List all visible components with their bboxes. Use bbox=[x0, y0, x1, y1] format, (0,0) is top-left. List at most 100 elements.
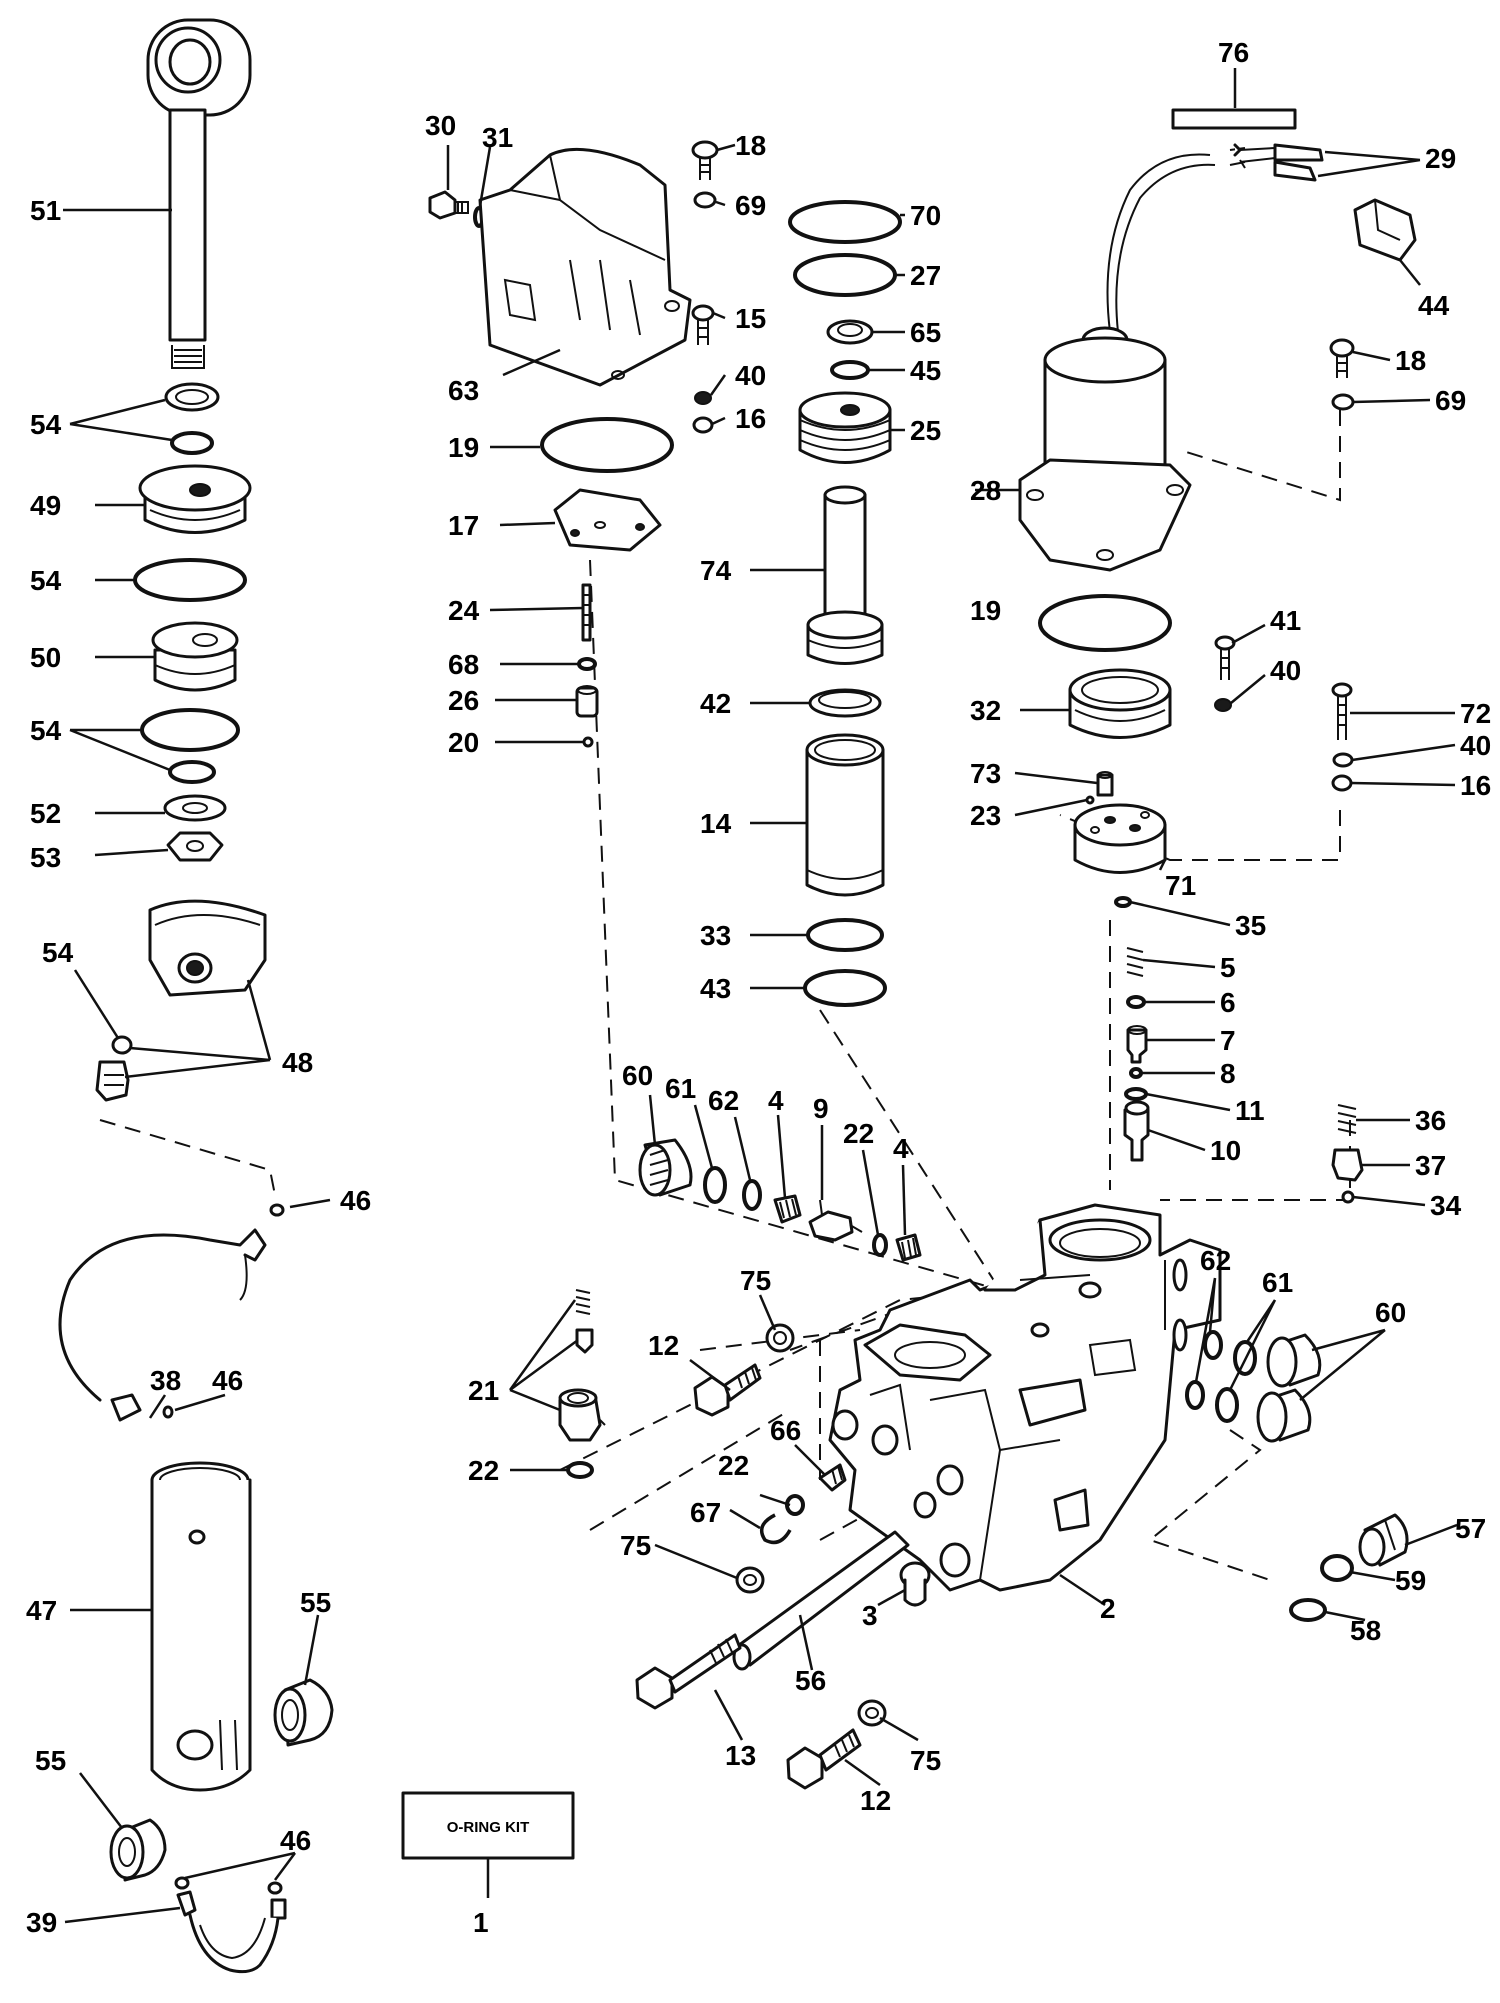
part-59-oring bbox=[1320, 1554, 1354, 1582]
callout: 50 bbox=[30, 642, 61, 673]
callout-numbers: 51 54 49 54 50 54 52 53 54 48 46 38 46 4… bbox=[26, 37, 1491, 1938]
callout: 69 bbox=[1435, 385, 1466, 416]
part-11-oring bbox=[1124, 1087, 1148, 1101]
part-62-oring-left bbox=[742, 1179, 762, 1211]
callout: 46 bbox=[280, 1825, 311, 1856]
callout: 60 bbox=[1375, 1297, 1406, 1328]
part-25-gland bbox=[798, 391, 892, 464]
part-28-motor bbox=[1018, 326, 1192, 572]
callout: 1 bbox=[473, 1907, 489, 1938]
callout: 18 bbox=[735, 130, 766, 161]
part-21-valve-assembly bbox=[558, 1289, 606, 1442]
callout: 51 bbox=[30, 195, 61, 226]
part-54-rings-piston bbox=[140, 708, 240, 784]
part-40-washer-left bbox=[694, 391, 712, 405]
part-24-screw bbox=[581, 583, 592, 642]
callout: 75 bbox=[740, 1265, 771, 1296]
callout: 6 bbox=[1220, 987, 1236, 1018]
part-60-valves-right bbox=[1256, 1333, 1322, 1443]
part-48-cylinder-trunnion bbox=[95, 899, 267, 1102]
oring-kit-box: O-RING KIT bbox=[401, 1791, 575, 1898]
part-75-washer-a bbox=[765, 1323, 795, 1353]
part-15-screw bbox=[691, 304, 715, 345]
part-34-ball bbox=[1341, 1190, 1355, 1204]
callout: 57 bbox=[1455, 1513, 1486, 1544]
callout: 22 bbox=[468, 1455, 499, 1486]
part-43-oring bbox=[803, 969, 887, 1007]
part-57-plug bbox=[1358, 1513, 1409, 1567]
callout: 69 bbox=[735, 190, 766, 221]
part-12-bolt-lower bbox=[786, 1728, 862, 1790]
part-18-screw-left bbox=[691, 140, 719, 180]
callout: 19 bbox=[448, 432, 479, 463]
part-61-oring-left bbox=[703, 1166, 727, 1204]
callout: 22 bbox=[843, 1118, 874, 1149]
callout: 8 bbox=[1220, 1058, 1236, 1089]
part-75-washer-c bbox=[857, 1699, 887, 1727]
callout: 60 bbox=[622, 1060, 653, 1091]
callout: 44 bbox=[1418, 290, 1450, 321]
part-65-seal bbox=[826, 319, 874, 345]
callout: 14 bbox=[700, 808, 732, 839]
part-36-spring bbox=[1337, 1104, 1357, 1134]
callout: 27 bbox=[910, 260, 941, 291]
part-53-nut bbox=[166, 831, 224, 862]
callout: 40 bbox=[735, 360, 766, 391]
part-58-oring bbox=[1289, 1598, 1327, 1622]
callout: 46 bbox=[212, 1365, 243, 1396]
part-52-washer bbox=[163, 794, 227, 822]
callout: 15 bbox=[735, 303, 766, 334]
callout: 42 bbox=[700, 688, 731, 719]
callout: 75 bbox=[620, 1530, 651, 1561]
part-19-oring-left bbox=[540, 417, 674, 473]
callout: 61 bbox=[1262, 1267, 1293, 1298]
part-32-bearing bbox=[1068, 668, 1172, 739]
callout: 65 bbox=[910, 317, 941, 348]
part-74-ram bbox=[806, 485, 884, 665]
part-3-bushing bbox=[899, 1561, 931, 1607]
callout: 63 bbox=[448, 375, 479, 406]
callout: 2 bbox=[1100, 1593, 1116, 1624]
part-68-oring bbox=[577, 657, 597, 671]
part-42-seal bbox=[808, 688, 882, 718]
part-33-oring bbox=[806, 918, 884, 952]
callout: 45 bbox=[910, 355, 941, 386]
part-54-seal-and-ring-upper bbox=[164, 382, 220, 455]
part-62-orings-right bbox=[1185, 1330, 1223, 1410]
callout: 67 bbox=[690, 1497, 721, 1528]
part-51-piston-rod bbox=[146, 18, 252, 369]
oring-kit-label: O-RING KIT bbox=[447, 1819, 530, 1836]
part-5-spring bbox=[1126, 947, 1144, 977]
part-69-washer-left bbox=[693, 191, 717, 209]
callout: 76 bbox=[1218, 37, 1249, 68]
callout: 23 bbox=[970, 800, 1001, 831]
part-4-spring-a bbox=[773, 1194, 802, 1224]
part-44-connector bbox=[1353, 198, 1417, 262]
part-63-reservoir bbox=[478, 147, 692, 387]
callout: 34 bbox=[1430, 1190, 1462, 1221]
part-46-tube-upper bbox=[58, 1203, 285, 1422]
callout: 66 bbox=[770, 1415, 801, 1446]
part-16-washer-left bbox=[692, 416, 714, 434]
part-14-sleeve bbox=[805, 733, 885, 897]
callout: 28 bbox=[970, 475, 1001, 506]
part-69-washer-right bbox=[1331, 393, 1355, 411]
part-47-cylinder-tube bbox=[150, 1461, 252, 1792]
callout: 56 bbox=[795, 1665, 826, 1696]
callout: 49 bbox=[30, 490, 61, 521]
part-2-housing bbox=[828, 1203, 1222, 1592]
part-29-wire-leads bbox=[1106, 143, 1324, 333]
callout: 55 bbox=[35, 1745, 66, 1776]
callout: 46 bbox=[340, 1185, 371, 1216]
callout: 4 bbox=[768, 1085, 784, 1116]
callout: 54 bbox=[30, 409, 62, 440]
callout: 43 bbox=[700, 973, 731, 1004]
callout: 11 bbox=[1235, 1095, 1265, 1126]
callout: 41 bbox=[1270, 605, 1301, 636]
callout: 17 bbox=[448, 510, 479, 541]
callout: 54 bbox=[30, 565, 62, 596]
part-50-piston bbox=[151, 621, 239, 692]
part-39-tube-lower bbox=[174, 1876, 287, 1974]
part-60-valve-left bbox=[638, 1138, 693, 1197]
callout: 29 bbox=[1425, 143, 1456, 174]
